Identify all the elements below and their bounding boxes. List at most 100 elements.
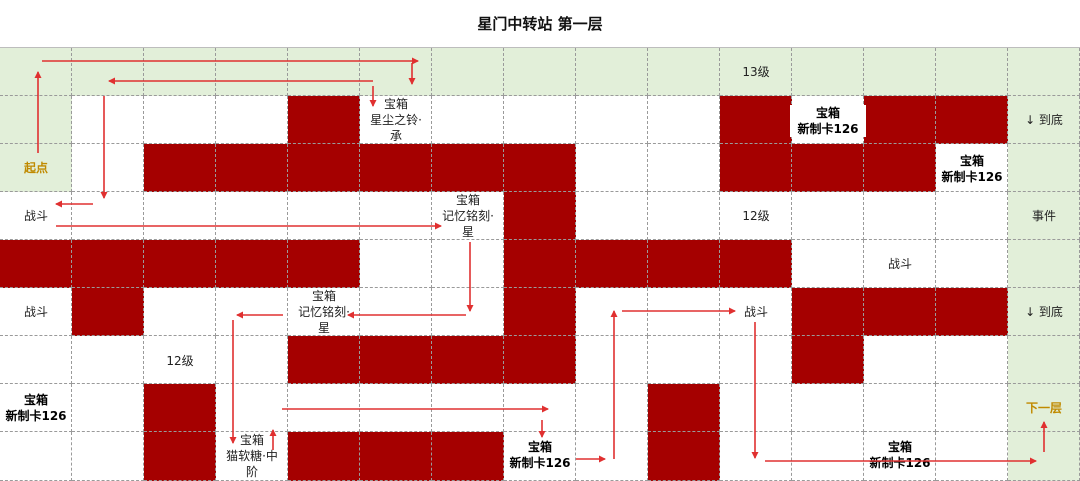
chest-item: 新制卡126 <box>509 456 571 470</box>
cell-r7-c9 <box>648 384 720 432</box>
cell-r7-c13 <box>936 384 1008 432</box>
start-text: 起点 <box>23 161 48 175</box>
cell-r2-c12 <box>864 144 936 192</box>
map-title-bar: 星门中转站 第一层 <box>0 0 1080 48</box>
cell-r5-c6 <box>432 288 504 336</box>
battle-label-3: 战斗 <box>0 304 72 320</box>
cell-r1-c10 <box>720 96 792 144</box>
cell-r8-c9 <box>648 432 720 481</box>
cell-r2-c10 <box>720 144 792 192</box>
cell-r2-c6 <box>432 144 504 192</box>
cell-r8-c5 <box>360 432 432 481</box>
cell-r7-c11 <box>792 384 864 432</box>
cell-r5-c7 <box>504 288 576 336</box>
treasure-chest-memory-star-a: 宝箱 记忆铭刻· 星 <box>430 192 506 240</box>
to-bottom-label-2: ↓ 到底 <box>1008 304 1080 320</box>
cell-r5-c8 <box>576 288 648 336</box>
level-text: 12级 <box>166 354 194 368</box>
cell-r2-c14 <box>1008 144 1080 192</box>
to-bottom-label-1: ↓ 到底 <box>1008 112 1080 128</box>
chest-name: 宝箱 <box>527 440 552 454</box>
cell-r4-c7 <box>504 240 576 288</box>
treasure-chest-new-card-b: 宝箱 新制卡126 <box>936 153 1008 185</box>
cell-r2-c11 <box>792 144 864 192</box>
cell-r4-c6 <box>432 240 504 288</box>
chest-name: 宝箱 <box>311 289 336 303</box>
cell-r8-c0 <box>0 432 72 481</box>
cell-r3-c11 <box>792 192 864 240</box>
cell-r6-c7 <box>504 336 576 384</box>
cell-r8-c13 <box>936 432 1008 481</box>
treasure-chest-new-card-c: 宝箱 新制卡126 <box>0 392 72 424</box>
start-label: 起点 <box>0 160 72 176</box>
cell-r3-c2 <box>144 192 216 240</box>
cell-r3-c14 <box>1008 192 1080 240</box>
cell-r0-c14 <box>1008 48 1080 96</box>
cell-r7-c4 <box>288 384 360 432</box>
treasure-chest-new-card-a: 宝箱 新制卡126 <box>790 105 866 137</box>
cell-r1-c6 <box>432 96 504 144</box>
cell-r0-c2 <box>144 48 216 96</box>
chest-name: 宝箱 <box>239 433 264 447</box>
cell-r6-c14 <box>1008 336 1080 384</box>
level-label-12-b: 12级 <box>144 353 216 369</box>
battle-text: 战斗 <box>23 305 48 319</box>
cell-r6-c2 <box>144 336 216 384</box>
cell-r4-c4 <box>288 240 360 288</box>
cell-r3-c12 <box>864 192 936 240</box>
cell-r0-c11 <box>792 48 864 96</box>
battle-text: 战斗 <box>23 209 48 223</box>
cell-r1-c0 <box>0 96 72 144</box>
chest-item: 新制卡126 <box>797 122 859 136</box>
cell-r1-c7 <box>504 96 576 144</box>
cell-r6-c10 <box>720 336 792 384</box>
battle-text: 战斗 <box>743 305 768 319</box>
battle-label-4: 战斗 <box>720 304 792 320</box>
chest-item: 记忆铭刻· <box>442 209 494 223</box>
chest-name: 宝箱 <box>887 440 912 454</box>
level-text: 12级 <box>742 209 770 223</box>
map-grid: 13级 宝箱 星尘之铃· 承 宝箱 新制卡126 ↓ 到底 起点 宝箱 新制卡1… <box>0 48 1080 481</box>
cell-r1-c3 <box>216 96 288 144</box>
cell-r1-c1 <box>72 96 144 144</box>
cell-r6-c9 <box>648 336 720 384</box>
level-label-12-a: 12级 <box>720 208 792 224</box>
cell-r1-c13 <box>936 96 1008 144</box>
cell-r3-c6 <box>432 192 504 240</box>
cell-r5-c0 <box>0 288 72 336</box>
cell-r5-c2 <box>144 288 216 336</box>
cell-r2-c0 <box>0 144 72 192</box>
cell-r4-c12 <box>864 240 936 288</box>
treasure-chest-new-card-e: 宝箱 新制卡126 <box>862 439 938 471</box>
cell-r7-c8 <box>576 384 648 432</box>
chest-item: 新制卡126 <box>5 409 67 423</box>
cell-r8-c11 <box>792 432 864 481</box>
chest-item-cont: 承 <box>389 129 402 143</box>
cell-r3-c0 <box>0 192 72 240</box>
cell-r2-c1 <box>72 144 144 192</box>
cell-r2-c7 <box>504 144 576 192</box>
treasure-chest-memory-star-b: 宝箱 记忆铭刻· 星 <box>286 288 362 336</box>
cell-r6-c11 <box>792 336 864 384</box>
cell-r0-c4 <box>288 48 360 96</box>
cell-r4-c2 <box>144 240 216 288</box>
cell-r7-c0 <box>0 384 72 432</box>
cell-r7-c2 <box>144 384 216 432</box>
cell-r5-c1 <box>72 288 144 336</box>
chest-item: 新制卡126 <box>869 456 931 470</box>
to-bottom-text: ↓ 到底 <box>1025 305 1063 319</box>
chest-item: 新制卡126 <box>941 170 1003 184</box>
cell-r5-c12 <box>864 288 936 336</box>
cell-r0-c1 <box>72 48 144 96</box>
event-text: 事件 <box>1031 209 1056 223</box>
cell-r1-c9 <box>648 96 720 144</box>
next-floor-text: 下一层 <box>1025 401 1062 415</box>
cell-r5-c9 <box>648 288 720 336</box>
level-label-13: 13级 <box>720 64 792 80</box>
level-text: 13级 <box>742 65 770 79</box>
chest-item-cont: 阶 <box>245 465 258 479</box>
chest-item: 记忆铭刻· <box>298 305 350 319</box>
page-title: 星门中转站 第一层 <box>477 15 603 33</box>
cell-r7-c5 <box>360 384 432 432</box>
cell-r6-c3 <box>216 336 288 384</box>
